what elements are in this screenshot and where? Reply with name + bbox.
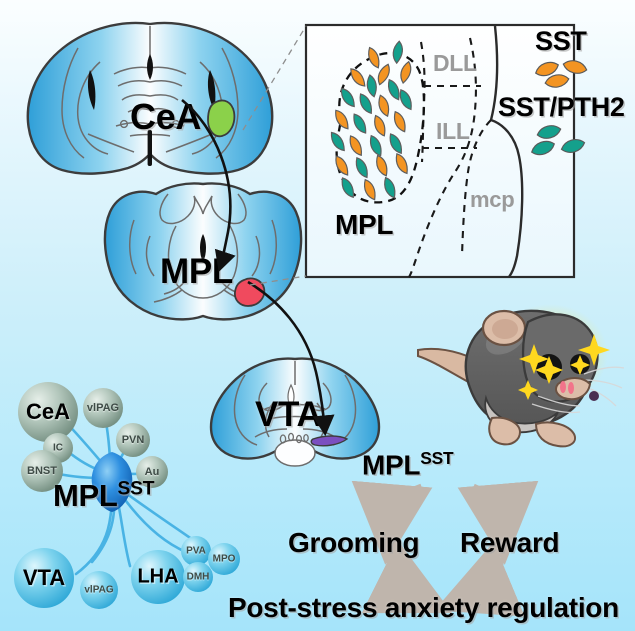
- network-node-label-bnst: BNST: [27, 465, 57, 477]
- sst-pth2-cell: [389, 133, 403, 155]
- behavior-outcome-grooming: Grooming: [288, 527, 420, 558]
- sst-cell: [400, 60, 412, 84]
- mouse-cheek-blush: [560, 381, 574, 394]
- network-hub-label: MPLSST: [53, 478, 155, 513]
- vta-brain-section: VTA: [205, 355, 385, 480]
- legend-swatch-sst-pth2: [531, 125, 586, 156]
- sparkle-icon: [518, 334, 610, 400]
- legend-swatch-sst: [535, 60, 588, 88]
- network-node-lha[interactable]: [131, 550, 185, 604]
- network-node-label-dmh: DMH: [186, 571, 210, 583]
- network-node-vta[interactable]: [14, 548, 74, 608]
- cea-injection-region: [207, 99, 236, 138]
- sst-pth2-cell: [340, 87, 355, 108]
- sst-pth2-cell: [353, 113, 367, 134]
- mpl-inset-panel: DLL ILL mcp MPL: [304, 23, 635, 296]
- third-ventricle: [147, 54, 153, 80]
- network-node-label-lha: LHA: [137, 565, 179, 588]
- network-node-pvn[interactable]: [116, 423, 150, 457]
- brainstem-outline: [489, 25, 524, 278]
- sst-cell: [393, 110, 406, 133]
- inset-label-mpl: MPL: [335, 209, 394, 240]
- inset-label-mcp: mcp: [470, 187, 515, 212]
- lateral-ventricle-right: [207, 70, 216, 110]
- network-node-pva[interactable]: [181, 536, 211, 566]
- sst-cell: [374, 114, 386, 137]
- lateral-ventricle-left: [87, 70, 96, 110]
- mouse-hindfoot-left: [488, 416, 522, 446]
- network-node-au[interactable]: [136, 456, 168, 488]
- network-node-label-pva: PVA: [186, 545, 206, 557]
- mouse-hindfoot-right: [534, 421, 576, 448]
- vta-section-label: VTA: [255, 395, 322, 434]
- arrow-cea-to-mpl: [181, 98, 236, 272]
- sst-cell: [335, 109, 349, 130]
- behavior-conclusion: Post-stress anxiety regulation: [228, 592, 619, 623]
- sst-pth2-cell: [330, 131, 345, 152]
- mouse-whiskers: [531, 366, 625, 414]
- network-node-cea[interactable]: [18, 382, 78, 442]
- inset-leader-lines: [242, 25, 307, 286]
- sst-cell: [378, 94, 390, 118]
- mpl-target-region: [234, 277, 266, 307]
- behavior-arrows: [351, 480, 539, 617]
- mpl-cell-cluster: [330, 40, 412, 201]
- behavior-outcome-reward: Reward: [460, 527, 560, 558]
- inset-frame: [304, 23, 576, 279]
- network-node-label-au: Au: [144, 466, 160, 478]
- legend-label-sst-pth2: SST/PTH2: [498, 92, 625, 122]
- sst-cell: [376, 154, 388, 177]
- mpl-sst-network-diagram: [0, 370, 250, 620]
- behavior-source-label: MPLSST: [362, 448, 454, 481]
- inset-label-dll: DLL: [433, 50, 477, 76]
- network-node-label-mpo: MPO: [212, 553, 236, 565]
- sst-cell: [395, 153, 408, 175]
- sst-pth2-cell: [399, 89, 412, 111]
- network-node-bnst[interactable]: [21, 450, 63, 492]
- sst-cell: [363, 178, 376, 201]
- sst-cell: [350, 68, 366, 87]
- network-node-label-vta: VTA: [22, 565, 66, 590]
- network-hub-soma: [91, 452, 133, 512]
- mouse-nose: [589, 391, 599, 401]
- mpl-internal-structures: [129, 193, 277, 303]
- network-node-label-vlpag: vlPAG: [86, 402, 120, 414]
- network-node-dmh[interactable]: [183, 562, 213, 592]
- mpl-ventricle: [200, 234, 206, 262]
- sst-cell: [335, 155, 349, 176]
- sst-pth2-cell: [366, 74, 377, 98]
- arrow-mpl-to-vta: [247, 280, 335, 437]
- sst-cell: [349, 135, 363, 157]
- behavior-flow: MPLSST Grooming Reward: [270, 440, 635, 631]
- subregion-boundaries: [408, 37, 492, 278]
- network-node-label-ic: IC: [53, 442, 63, 454]
- network-node-label-vlpag: vlPAG: [84, 584, 114, 596]
- network-node-label-cea: CeA: [25, 399, 71, 424]
- legend-label-sst: SST: [535, 26, 587, 56]
- sst-pth2-cell: [392, 40, 403, 65]
- network-node-label-pvn: PVN: [121, 434, 145, 446]
- sst-pth2-cell: [387, 78, 400, 101]
- cea-section-label: CeA: [130, 96, 202, 137]
- sst-pth2-cell: [384, 176, 396, 199]
- sst-cell: [377, 63, 390, 86]
- pons: [274, 439, 316, 467]
- sst-cell: [368, 46, 380, 69]
- network-node-vlpag[interactable]: [80, 571, 118, 609]
- sst-pth2-cell: [369, 134, 382, 157]
- network-node-vlpag[interactable]: [83, 388, 123, 428]
- inset-label-ill: ILL: [436, 118, 470, 144]
- sst-pth2-cell: [341, 177, 355, 199]
- sst-pth2-cell: [359, 93, 373, 115]
- network-node-mpo[interactable]: [208, 543, 240, 575]
- sst-pth2-cell: [355, 157, 368, 179]
- grooming-mouse: [408, 292, 628, 472]
